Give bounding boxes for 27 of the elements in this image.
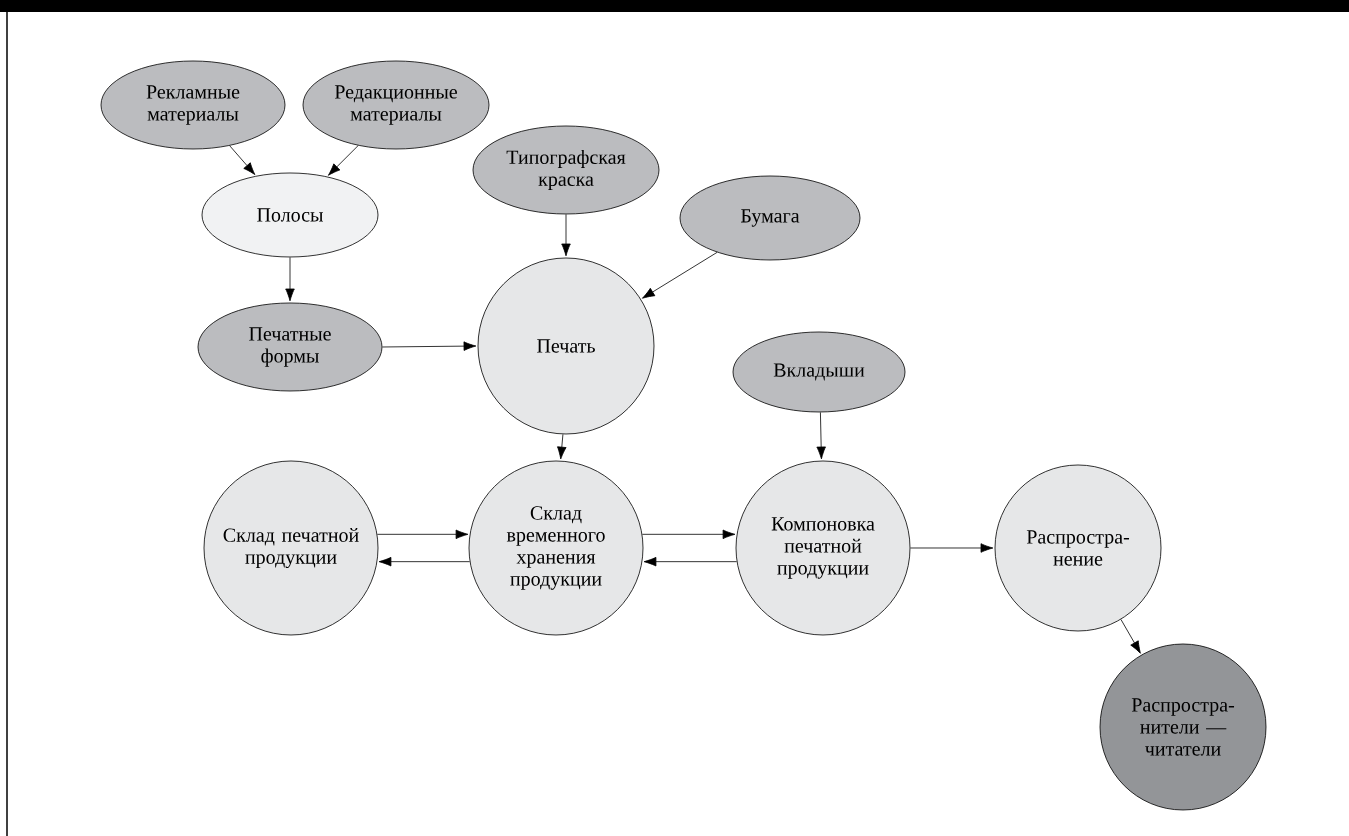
arrow (382, 341, 477, 351)
arrow (229, 145, 256, 175)
ellipse-node: Редакционные материалы (302, 60, 490, 150)
arrow (285, 257, 295, 302)
arrow (642, 251, 718, 299)
ellipse-node: Рекламные материалы (100, 60, 286, 150)
circle-node: Распростра- нители — читатели (1099, 643, 1267, 811)
circle-node: Склад печатной продукции (203, 460, 379, 636)
circle-node: Печать (477, 257, 655, 435)
circle-node: Компоновка печатной продукции (735, 460, 911, 636)
circle-node: Склад временного хранения продукции (468, 460, 644, 636)
ellipse-node: Печатные формы (197, 302, 383, 392)
arrow (816, 412, 826, 460)
arrow (378, 556, 471, 567)
arrow (910, 543, 994, 553)
ellipse-node: Полосы (201, 172, 379, 258)
arrow (1120, 619, 1141, 654)
circle-node: Распростра- нение (994, 464, 1162, 632)
ellipse-node: Бумага (679, 175, 861, 261)
ellipse-node: Типографская краска (472, 125, 660, 215)
arrow (557, 433, 567, 460)
arrow (561, 214, 571, 257)
ellipse-node: Вкладыши (732, 331, 906, 413)
arrow (328, 145, 359, 176)
arrow (376, 529, 469, 540)
arrow (643, 556, 738, 567)
arrow (641, 529, 736, 540)
